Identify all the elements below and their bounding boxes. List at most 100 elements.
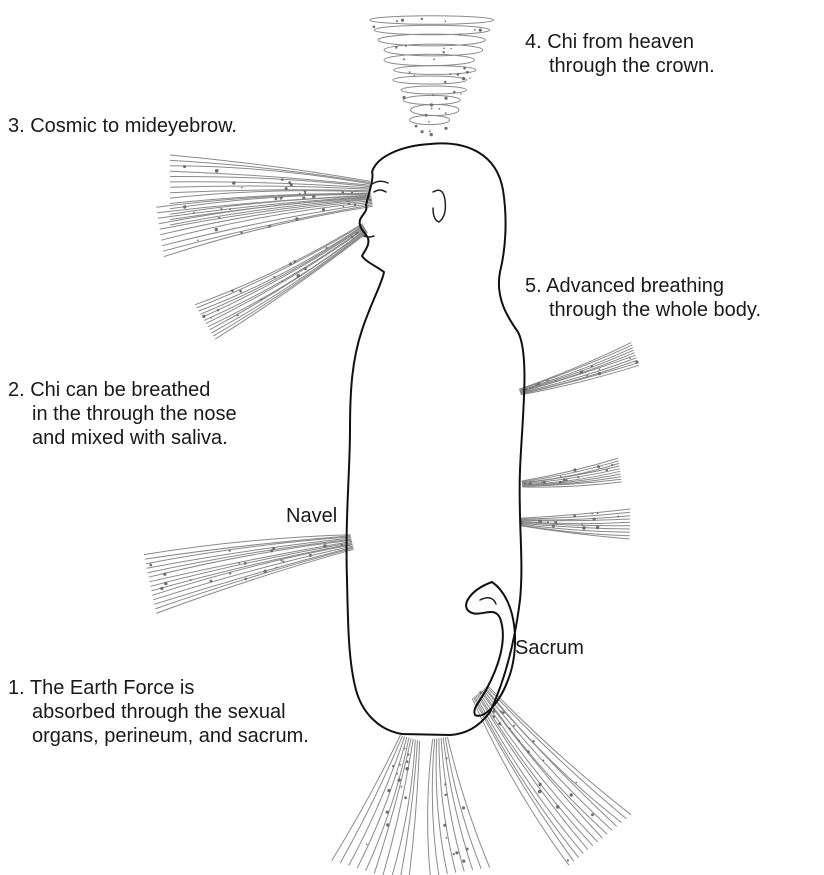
chi-particle: [421, 130, 424, 133]
navel-label: Navel: [286, 504, 337, 528]
chi-particle: [611, 464, 613, 466]
human-figure: [347, 143, 525, 735]
chi-particle: [479, 29, 482, 32]
chi-particle: [297, 274, 301, 278]
body-outline: [347, 143, 525, 735]
chi-particle: [597, 465, 600, 468]
chi-particle: [591, 365, 593, 367]
chi-particle: [567, 859, 569, 861]
chi-particle: [403, 58, 405, 60]
eyebrow: [372, 181, 388, 184]
mideyebrow-stream: [170, 155, 370, 225]
chi-particle: [366, 844, 368, 846]
chi-particle: [547, 521, 549, 523]
step-5-line-2: through the whole body.: [525, 298, 761, 322]
chi-particle: [401, 19, 404, 22]
step-4-label: 4. Chi from heaven through the crown.: [525, 30, 715, 78]
chi-particle: [232, 181, 236, 185]
chi-particle: [241, 187, 243, 189]
chi-particle: [193, 212, 195, 214]
body-stream-lower: [520, 509, 631, 539]
chi-particle: [513, 725, 515, 727]
chi-particle: [446, 837, 448, 839]
mideyebrow-stream-lower: [156, 194, 373, 257]
chi-particle: [163, 573, 166, 576]
chi-particle: [575, 782, 577, 784]
chi-particle: [326, 247, 328, 249]
chi-particle: [559, 481, 562, 484]
chi-particle: [543, 760, 545, 762]
chi-particle: [294, 260, 297, 263]
chi-particle: [444, 97, 447, 100]
chi-particle: [453, 91, 456, 94]
chi-strand: [366, 738, 409, 871]
chi-particle: [524, 482, 526, 484]
chi-particle: [240, 232, 242, 234]
eye: [374, 190, 386, 192]
chi-particle: [210, 317, 212, 319]
chi-particle: [406, 760, 409, 763]
chi-particle: [443, 48, 445, 50]
chi-particle: [455, 851, 458, 854]
chi-particle: [445, 112, 447, 114]
chi-particle: [421, 18, 423, 20]
chi-particle: [387, 789, 390, 792]
chi-particle: [573, 515, 576, 518]
step-2-label: 2. Chi can be breathed in the through th…: [8, 378, 237, 450]
chi-particle: [275, 197, 278, 200]
nose-stream: [195, 224, 368, 340]
chi-particle: [493, 708, 495, 710]
step-5-line-1: 5. Advanced breathing: [525, 274, 761, 298]
chi-particle: [541, 481, 543, 483]
body-stream-upper: [519, 343, 639, 395]
chi-particle: [275, 567, 277, 569]
chi-particle: [582, 526, 586, 530]
chi-particle: [554, 521, 557, 524]
chi-particle: [285, 187, 288, 190]
chi-particle: [591, 813, 594, 816]
chi-particle: [445, 757, 447, 759]
chi-particle: [231, 289, 234, 292]
chi-particle: [399, 764, 401, 766]
chi-strand: [428, 739, 433, 875]
chi-particle: [532, 386, 534, 388]
chi-particle: [183, 205, 186, 208]
chi-particle: [354, 203, 357, 206]
vortex-ring: [370, 16, 494, 25]
chi-strand: [400, 740, 418, 875]
chi-particle: [217, 309, 219, 311]
sacrum-inner: [480, 598, 496, 604]
chi-particle: [635, 361, 638, 364]
chi-particle: [466, 71, 469, 74]
chi-particle: [429, 130, 431, 132]
step-1-line-1: 1. The Earth Force is: [8, 676, 309, 700]
chi-particle: [543, 481, 546, 484]
chi-particle: [312, 195, 316, 199]
chi-particle: [164, 582, 167, 585]
chi-particle: [432, 95, 434, 97]
chi-particle: [351, 236, 354, 239]
chi-particle: [409, 71, 411, 73]
ear: [433, 190, 445, 222]
chi-particle: [538, 519, 542, 523]
chi-strand: [488, 686, 631, 815]
crown-vortex: [370, 16, 494, 137]
chi-particle: [606, 469, 608, 471]
chi-particle: [210, 580, 213, 583]
vortex-ring: [410, 115, 450, 124]
chi-particle: [546, 380, 548, 382]
step-4-line-1: 4. Chi from heaven: [525, 30, 715, 54]
navel-stream: [144, 535, 354, 614]
chi-particle: [397, 773, 399, 775]
chi-particle: [445, 21, 447, 23]
step-1-line-3: organs, perineum, and sacrum.: [8, 724, 309, 748]
step-2-line-1: 2. Chi can be breathed: [8, 378, 237, 402]
chi-particle: [273, 276, 275, 278]
chi-particle: [341, 544, 343, 546]
chi-particle: [430, 133, 433, 136]
chi-particle: [404, 748, 406, 750]
chi-particle: [295, 217, 298, 220]
chi-particle: [444, 794, 446, 796]
step-5-label: 5. Advanced breathing through the whole …: [525, 274, 761, 322]
chi-particle: [403, 96, 406, 99]
